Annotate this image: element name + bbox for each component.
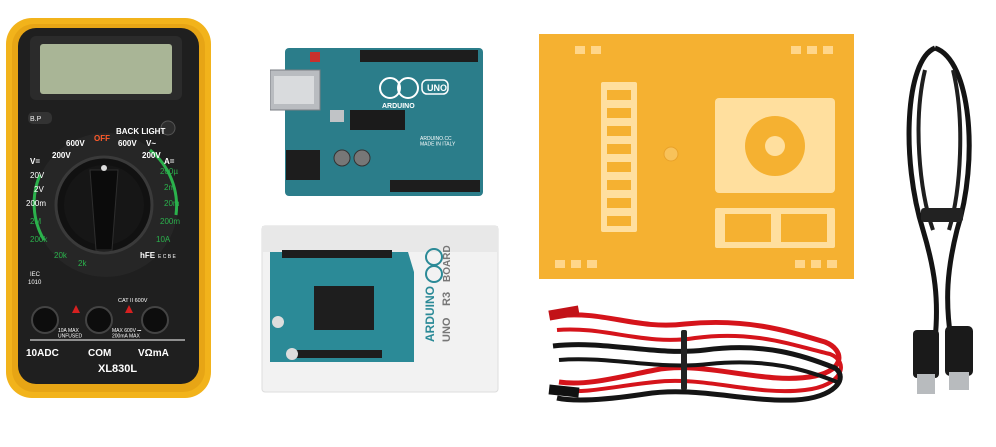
box-text-group: ARDUINO UNO R3 BOARD (423, 245, 453, 342)
capacitor (353, 149, 371, 167)
backlight-button (160, 120, 176, 136)
ece-label: E C B E (158, 254, 176, 260)
range-200u: 200µ (160, 167, 178, 176)
usb-b-plug (945, 326, 973, 376)
usb-cable (906, 45, 973, 394)
acrylic-plate (539, 34, 854, 279)
range-2m-ohm: 2M (30, 217, 41, 226)
jack-vma-label: VΩmA (138, 348, 169, 359)
board-logo (379, 77, 401, 99)
backlight-label: BACK LIGHT (116, 127, 165, 136)
jack-vma (141, 306, 169, 334)
crystal (330, 110, 344, 122)
analog-header (390, 180, 480, 192)
box-r3: R3 (441, 292, 453, 306)
usb-a-plug (913, 330, 939, 378)
range-200m: 200m (26, 199, 46, 208)
jack-com (85, 306, 113, 334)
cable-tie (921, 208, 963, 222)
off-label: OFF (94, 134, 110, 143)
cable-tie (681, 330, 687, 390)
capacitor (333, 149, 351, 167)
box-uno: UNO (441, 317, 453, 342)
hold-label: B.P (30, 116, 42, 123)
power-jack (286, 150, 320, 180)
range-2v: 2V (34, 185, 44, 194)
chip (350, 110, 405, 130)
v600-left-label: 600V (66, 139, 85, 148)
v600-right-label: 600V (118, 139, 137, 148)
cat-label: CAT II 600V (118, 298, 148, 304)
range-200m-a: 200m (160, 217, 180, 226)
warn-right-label: MAX 600V ⎓200mA MAX (112, 328, 141, 340)
lcd-screen (40, 44, 172, 94)
test-leads (548, 305, 843, 403)
range-2k: 2k (78, 259, 87, 268)
box-brand: ARDUINO (423, 286, 437, 342)
board-uno-text: UNO (427, 83, 447, 93)
range-20k: 20k (54, 251, 68, 260)
multimeter: B.P BACK LIGHT OFF 600V 600V 200V 200V V… (6, 18, 211, 398)
model-label: XL830L (98, 363, 137, 375)
jack-10a (31, 306, 59, 334)
iec-number: 1010 (28, 280, 42, 286)
v-dash-label: V= (30, 157, 40, 166)
range-200k: 200k (30, 235, 48, 244)
range-20v: 20V (30, 171, 45, 180)
v200-left-label: 200V (52, 151, 71, 160)
a-dash-label: A= (164, 157, 175, 166)
hfe-label: hFE (140, 251, 156, 260)
box-board: BOARD (442, 245, 453, 282)
board-logo-text: ARDUINO (382, 103, 415, 110)
v200-right-label: 200V (142, 151, 161, 160)
digital-header (360, 50, 478, 62)
reset-button (310, 52, 320, 62)
iec-label: IEC (30, 272, 41, 278)
range-2m: 2m (164, 183, 175, 192)
black-probe (548, 384, 580, 398)
black-lead (552, 342, 843, 403)
range-10a: 10A (156, 235, 171, 244)
v-tilde-label: V~ (146, 139, 156, 148)
jack-10adc-label: 10ADC (26, 348, 59, 359)
red-probe (548, 305, 580, 321)
jack-com-label: COM (88, 348, 111, 359)
hold-button (28, 112, 52, 124)
arduino-box: ARDUINO UNO R3 BOARD (261, 225, 499, 393)
range-20m: 20m (164, 199, 180, 208)
